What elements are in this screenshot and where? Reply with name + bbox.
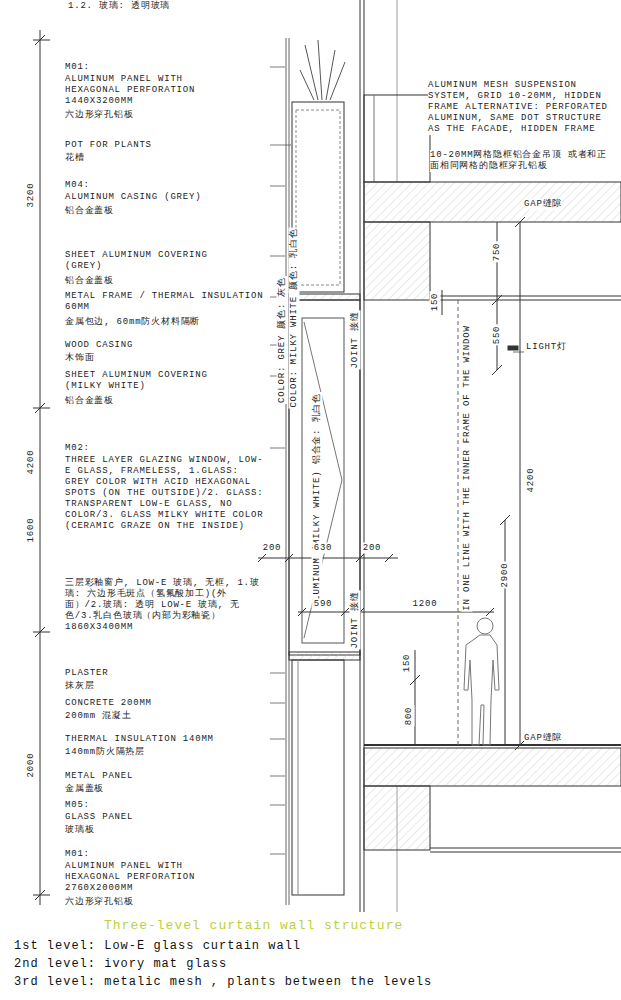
material-label: WOOD CASING [65,340,133,351]
dimension: 4200 [526,467,537,494]
material-label-cn: 花槽 [65,153,85,164]
dimension: 150 [430,292,441,313]
material-label: THERMAL INSULATION 140MM [65,734,214,745]
material-label: ALUMINUM PANEL WITH HEXAGONAL PERFORATIO… [65,861,215,894]
material-label: THREE LAYER GLAZING WINDOW, LOW-E GLASS,… [65,455,265,532]
ceiling-note-cn: 10-20MM网格隐框铝合金吊顶 或者和正面相同网格的隐框穿孔铝板 [430,150,616,172]
color-note: COLOR: MILKY WHITE 颜色: 乳白色 [289,227,300,408]
gap-label: GAP缝隙 [524,199,562,210]
level-note: 2nd level: ivory mat glass [14,957,227,971]
joint-label: JOINT 接缝 [350,591,361,650]
material-label-cn: 铝合金盖板 [65,396,114,407]
dimension: 1200 [412,599,439,610]
material-label: SHEET ALUMINUM COVERING (MILKY WHITE) [65,370,235,392]
dimension: 200 [262,543,283,554]
dimension: 3200 [26,182,37,209]
dimension: 800 [404,706,415,727]
material-label: CONCRETE 200MM [65,698,152,709]
material-code: M02: [65,443,90,454]
dimension: 4200 [26,449,37,476]
material-code: M01: [65,62,90,73]
dimension: 630 [313,543,334,554]
material-code: M04: [65,180,90,191]
material-label-cn: 三层彩釉窗户, LOW-E 玻璃, 无框, 1.玻璃: 六边形毛斑点（氢氟酸加工… [65,578,265,633]
material-label-cn: 六边形穿孔铝板 [65,110,134,121]
material-label-cn: 木饰面 [65,353,94,364]
ceiling-note: ALUMINUM MESH SUSPENSION SYSTEM, GRID 10… [428,80,616,135]
material-label: METAL FRAME / THERMAL INSULATION 60MM [65,291,265,313]
material-label: METAL PANEL [65,771,133,782]
joint-label: JOINT 接缝 [350,311,361,370]
material-label-cn: 抹灰层 [65,681,94,692]
dimension: 1600 [26,517,37,544]
dimension: 750 [492,242,503,263]
material-label-cn: 金属盖板 [65,784,104,795]
level-note: 1st level: Low-E glass curtain wall [14,939,301,953]
gap-label: GAP缝隙 [524,733,562,744]
dimension: 150 [402,653,413,674]
material-label-cn: 玻璃板 [65,825,94,836]
color-note: COLOR: GREY 颜色: 灰色 [277,276,288,404]
material-label: POT FOR PLANTS [65,140,152,151]
material-label: GLASS PANEL [65,812,133,823]
caption-heading: Three-level curtain wall structure [104,918,403,933]
material-label: PLASTER [65,668,108,679]
material-note: ALUMINUM (MILKY WHITE) 铝合金: 乳白色 [312,392,323,608]
material-label-cn: 金属包边, 60mm防火材料隔断 [65,317,200,328]
material-label: SHEET ALUMINUM COVERING (GREY) [65,250,235,272]
material-label-cn: 六边形穿孔铝板 [65,897,134,908]
material-label-cn: 200mm 混凝土 [65,711,132,722]
material-label: ALUMINUM CASING (GREY) [65,192,265,203]
material-label-cn: 铝合金盖板 [65,206,114,217]
dimension: 550 [492,325,503,346]
dimension: 200 [362,543,383,554]
material-label-cn: 140mm防火隔热层 [65,747,145,758]
alignment-note: IN ONE LINE WITH THE INNER FRAME OF THE … [462,324,473,611]
material-code: M01: [65,849,90,860]
dimension: 590 [313,599,334,610]
dimension: 2900 [500,562,511,589]
note: 1.2. 玻璃: 透明玻璃 [68,1,170,12]
level-note: 3rd level: metalic mesh , plants between… [14,975,432,989]
dimension: 2000 [26,752,37,779]
light-label: LIGHT灯 [526,342,567,353]
material-label: ALUMINUM PANEL WITH HEXAGONAL PERFORATIO… [65,74,215,107]
material-code: M05: [65,800,90,811]
material-label-cn: 铝合金盖板 [65,276,114,287]
